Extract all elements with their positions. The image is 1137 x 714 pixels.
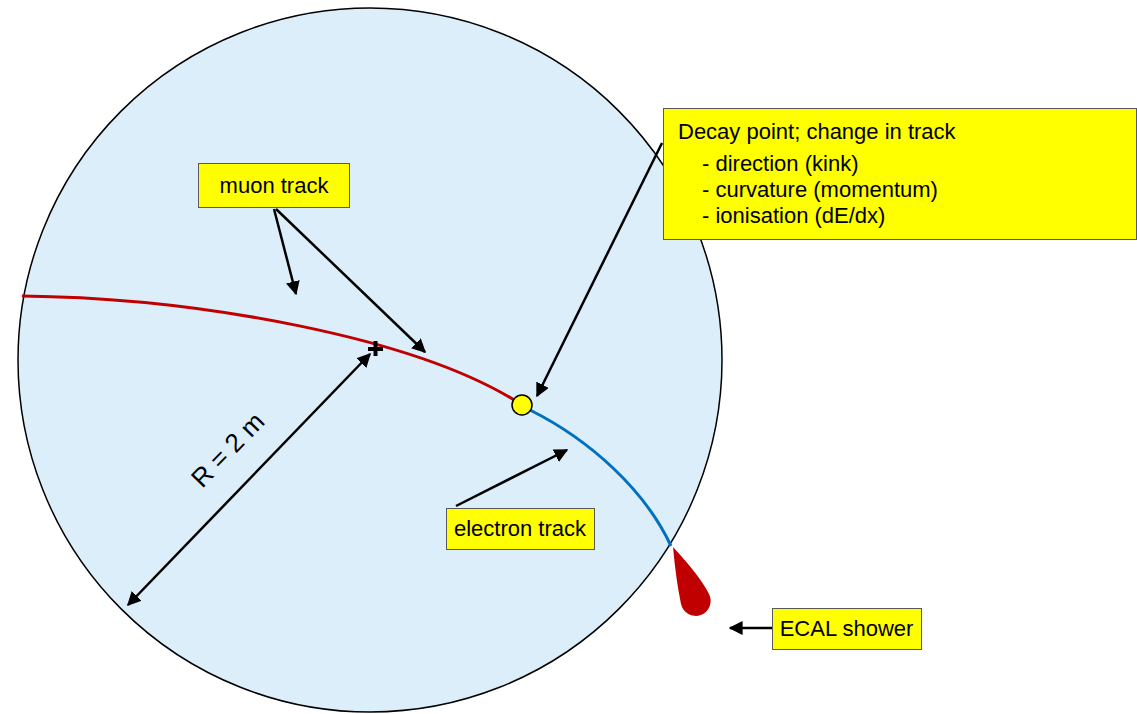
callout-box: ECAL shower — [772, 608, 922, 650]
list-item: - ionisation (dE/dx) — [678, 203, 1122, 229]
callout-text: muon track — [207, 173, 341, 199]
muon-track-line — [22, 296, 522, 405]
decay-point — [512, 395, 532, 415]
ecal-shower — [673, 547, 711, 616]
callout-box: electron track — [446, 508, 595, 550]
leader-line — [537, 143, 662, 396]
callout-box: muon track — [198, 163, 350, 208]
radius-arrow — [128, 354, 370, 605]
detector-volume — [18, 8, 722, 712]
list-item: - curvature (momentum) — [678, 177, 1122, 203]
list-item: - direction (kink) — [678, 151, 1122, 177]
leader-line — [274, 209, 296, 294]
callout-text: ECAL shower — [779, 616, 915, 642]
callout-text: electron track — [453, 516, 588, 542]
interaction-point — [368, 341, 383, 356]
callout-box: Decay point; change in track - direction … — [663, 108, 1137, 240]
leader-line — [276, 209, 425, 352]
callout-text: Decay point; change in track — [678, 119, 1122, 145]
leader-line — [456, 450, 567, 506]
